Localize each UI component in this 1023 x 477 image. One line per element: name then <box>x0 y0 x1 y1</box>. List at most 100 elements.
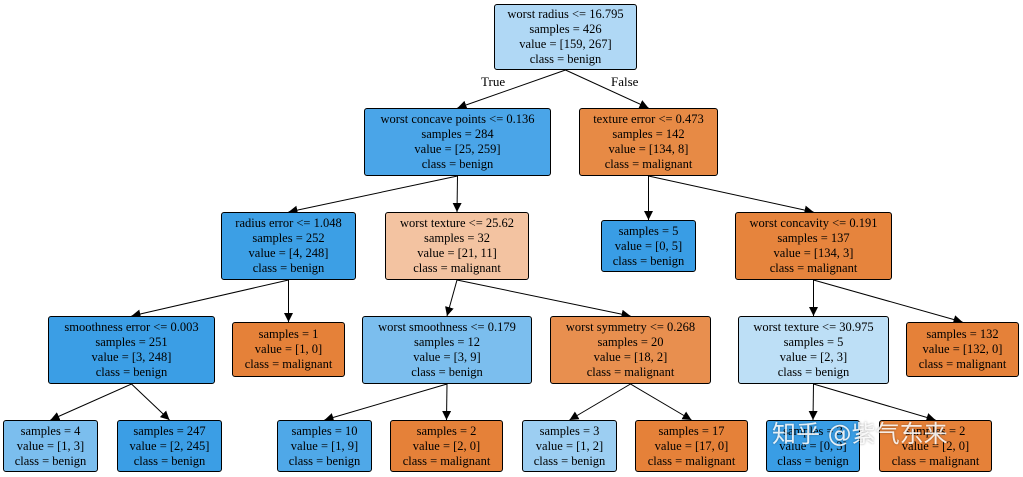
edge-n11-n19 <box>808 383 818 421</box>
node-text-line: samples = 252 <box>252 231 325 245</box>
edge-n10-n17 <box>569 383 631 421</box>
node-text-line: samples = 247 <box>133 423 206 438</box>
edge-n4-n9 <box>445 279 458 317</box>
node-text-line: value = [1, 0] <box>254 342 323 356</box>
edge-n9-n16 <box>442 383 452 421</box>
node-text-line: samples = 3 <box>783 423 843 438</box>
node-text-line: samples = 17 <box>658 423 725 438</box>
node-text-line: value = [21, 11] <box>417 246 497 260</box>
node-text-line: samples = 137 <box>777 231 850 245</box>
node-text-line: value = [2, 245] <box>129 438 210 453</box>
node-text-line: class = benign <box>612 253 685 268</box>
node-text-line: samples = 426 <box>529 22 602 36</box>
edge-n7-n13 <box>50 383 132 421</box>
node-text-line: samples = 1 <box>258 327 319 341</box>
node-text-line: value = [2, 3] <box>779 350 848 364</box>
node-text-line: value = [2, 0] <box>901 438 970 453</box>
node-text-line: samples = 251 <box>95 335 168 349</box>
node-text-line: worst texture <= 30.975 <box>753 320 874 334</box>
node-text-line: value = [3, 9] <box>413 350 481 364</box>
edge-n1-n3 <box>288 175 458 215</box>
edge-n0-n1 <box>457 69 566 110</box>
node-text-line: class = benign <box>411 365 483 379</box>
node-text-line: class = benign <box>529 52 602 66</box>
node-text-line: samples = 2 <box>905 423 966 438</box>
edge-n9-n15 <box>324 383 448 422</box>
edge-n10-n18 <box>630 383 692 421</box>
node-text-line: class = benign <box>777 453 849 468</box>
edge-n6-n12 <box>813 279 963 324</box>
node-text-line: worst texture <= 25.62 <box>399 216 515 230</box>
node-text-line: value = [132, 0] <box>922 342 1003 356</box>
node-text-line: worst radius <= 16.795 <box>507 7 624 21</box>
node-text-line: worst concavity <= 0.191 <box>749 216 878 230</box>
watermark-text: 知乎 @紫气东来 <box>772 420 948 448</box>
node-text-line: value = [3, 248] <box>91 350 172 364</box>
node-text-line: class = malignant <box>891 453 980 468</box>
node-text-line: value = [17, 0] <box>654 438 729 453</box>
node-text-line: class = malignant <box>244 357 333 371</box>
node-text-line: samples = 142 <box>612 127 685 141</box>
node-text-line: samples = 5 <box>783 335 844 349</box>
node-text-line: value = [1, 3] <box>16 438 85 453</box>
node-text-line: samples = 5 <box>618 223 679 238</box>
node-text-line: samples = 32 <box>423 231 491 245</box>
node-text-line: class = benign <box>288 453 361 468</box>
node-text-line: worst concave points <= 0.136 <box>380 112 535 126</box>
edge-n2-n6 <box>648 175 814 215</box>
node-text-line: value = [134, 3] <box>773 246 854 260</box>
edge-n7-n14 <box>131 383 170 421</box>
node-text-line: class = malignant <box>769 261 858 275</box>
node-text-line: class = malignant <box>604 157 693 171</box>
node-text-line: value = [0, 3] <box>779 438 847 453</box>
node-text-line: samples = 284 <box>421 127 494 141</box>
edge-label-false: False <box>611 74 639 89</box>
node-text-line: samples = 2 <box>416 423 477 438</box>
node-text-line: class = benign <box>777 365 850 379</box>
node-text-line: class = benign <box>14 453 87 468</box>
node-text-line: value = [25, 259] <box>414 142 501 156</box>
node-text-line: value = [134, 8] <box>608 142 689 156</box>
node-text-line: value = [18, 2] <box>593 350 668 364</box>
node-text-line: class = benign <box>133 453 206 468</box>
node-text-line: samples = 12 <box>413 335 481 349</box>
node-text-line: worst smoothness <= 0.179 <box>378 320 516 334</box>
node-text-line: class = malignant <box>918 357 1007 371</box>
node-text-line: class = malignant <box>413 261 501 275</box>
node-text-line: samples = 10 <box>291 423 358 438</box>
node-text-line: class = malignant <box>586 365 675 379</box>
node-text-line: worst symmetry <= 0.268 <box>565 320 696 334</box>
edge-n0-n2 <box>565 69 649 109</box>
node-text-line: class = benign <box>533 453 606 468</box>
node-text-line: value = [159, 267] <box>519 37 612 51</box>
node-text-line: value = [1, 2] <box>535 438 604 453</box>
edge-label-true: True <box>481 74 506 89</box>
edge-n4-n10 <box>456 279 631 319</box>
edge-n1-n4 <box>452 175 462 213</box>
node-text-line: class = malignant <box>402 453 491 468</box>
node-text-line: value = [0, 5] <box>614 238 683 253</box>
node-text-line: class = benign <box>252 261 325 275</box>
node-text-line: value = [2, 0] <box>412 438 481 453</box>
node-text-line: samples = 132 <box>926 327 999 341</box>
